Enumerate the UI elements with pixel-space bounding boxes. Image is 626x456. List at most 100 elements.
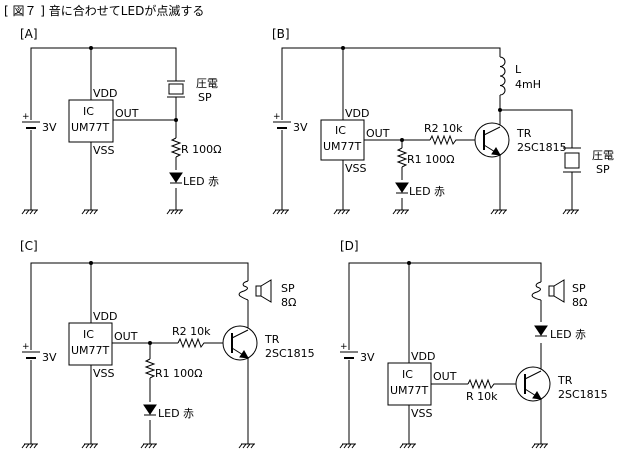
battery-icon: + <box>273 112 292 130</box>
resistor-r1-icon <box>396 147 408 168</box>
battery-icon: + <box>340 342 359 360</box>
ic-part: UM77T <box>71 121 110 134</box>
svg-text:+: + <box>340 342 348 352</box>
ic-chip <box>387 362 432 406</box>
ground-icon <box>392 209 410 215</box>
transistor-label: TR <box>264 333 280 346</box>
circuit-a: [A] + 3V IC UM77T VDD VSS OUT 圧電 <box>20 27 222 215</box>
speaker-value: 8Ω <box>572 296 587 309</box>
ground-icon <box>81 443 99 449</box>
resistor-r2-icon <box>429 134 458 146</box>
piezo-speaker-icon <box>167 80 185 98</box>
ic-chip <box>320 119 365 161</box>
battery-icon: + <box>22 112 41 130</box>
out-label: OUT <box>114 330 138 343</box>
led-icon <box>534 325 548 337</box>
speaker-icon <box>531 279 565 303</box>
transistor-icon <box>222 325 258 361</box>
ic-chip <box>68 99 114 143</box>
vdd-label: VDD <box>345 107 369 120</box>
vss-label: VSS <box>411 407 433 420</box>
inductor-icon <box>499 56 506 96</box>
transistor-icon <box>515 366 551 402</box>
out-label: OUT <box>433 370 457 383</box>
ic-name: IC <box>402 368 413 381</box>
speaker-label: SP <box>572 282 586 295</box>
transistor-part: 2SC1815 <box>265 347 315 360</box>
battery-icon: + <box>22 342 41 360</box>
ic-name: IC <box>83 328 94 341</box>
speaker-label: 圧電 <box>196 77 218 90</box>
inductor-value: 4mH <box>515 78 541 91</box>
ground-icon <box>339 443 357 449</box>
resistor-label: R 10k <box>466 390 498 403</box>
ground-icon <box>81 209 99 215</box>
resistor-r2-icon <box>177 337 206 349</box>
resistor-icon <box>467 378 496 390</box>
ic-chip <box>68 322 113 366</box>
battery-voltage: 3V <box>293 121 308 134</box>
led-label: LED 赤 <box>183 175 219 188</box>
ic-name: IC <box>335 124 346 137</box>
out-label: OUT <box>366 127 390 140</box>
transistor-part: 2SC1815 <box>558 388 608 401</box>
speaker-sub-label: SP <box>596 163 610 176</box>
speaker-sub-label: SP <box>198 91 212 104</box>
resistor-icon <box>170 137 182 158</box>
ground-icon <box>333 209 351 215</box>
ground-icon <box>531 443 549 449</box>
led-label: LED 赤 <box>409 185 445 198</box>
transistor-label: TR <box>557 374 573 387</box>
r2-label: R2 10k <box>172 325 211 338</box>
led-icon <box>395 182 409 194</box>
ground-icon <box>21 209 39 215</box>
battery-voltage: 3V <box>360 351 375 364</box>
r2-label: R2 10k <box>424 122 463 135</box>
svg-text:+: + <box>273 112 281 122</box>
circuit-b: [B] + 3V IC UM77T VDD VSS OUT R2 10k <box>272 27 614 215</box>
circuit-a-label: [A] <box>20 27 38 41</box>
resistor-label: R 100Ω <box>181 143 222 156</box>
svg-text:+: + <box>22 112 30 122</box>
battery-voltage: 3V <box>42 351 57 364</box>
r1-label: R1 100Ω <box>407 153 455 166</box>
r1-label: R1 100Ω <box>155 367 203 380</box>
vdd-label: VDD <box>93 87 117 100</box>
out-label: OUT <box>115 107 139 120</box>
ground-icon <box>166 209 184 215</box>
speaker-icon <box>238 279 272 303</box>
led-icon <box>143 404 157 416</box>
vss-label: VSS <box>93 144 115 157</box>
vss-label: VSS <box>345 162 367 175</box>
ic-part: UM77T <box>71 344 110 357</box>
resistor-r1-icon <box>144 358 156 379</box>
ground-icon <box>272 209 290 215</box>
circuit-d-label: [D] <box>340 239 359 253</box>
piezo-speaker-icon <box>563 147 581 173</box>
ic-part: UM77T <box>390 384 429 397</box>
circuit-c-label: [C] <box>20 239 38 253</box>
ground-icon <box>21 443 39 449</box>
vdd-label: VDD <box>411 350 435 363</box>
led-icon <box>169 172 183 184</box>
led-label: LED 赤 <box>550 328 586 341</box>
figure-title: [ 図７ ] 音に合わせてLEDが点滅する <box>4 3 204 18</box>
ic-part: UM77T <box>323 140 362 153</box>
circuit-d: [D] + 3V IC UM77T VDD VSS OUT R 10k SP 8… <box>339 239 608 449</box>
ground-icon <box>562 209 580 215</box>
vss-label: VSS <box>93 367 115 380</box>
svg-text:+: + <box>22 342 30 352</box>
speaker-label: 圧電 <box>592 149 614 162</box>
circuit-b-label: [B] <box>272 27 290 41</box>
vdd-label: VDD <box>93 310 117 323</box>
battery-voltage: 3V <box>42 121 57 134</box>
transistor-label: TR <box>516 127 532 140</box>
ground-icon <box>399 443 417 449</box>
transistor-part: 2SC1815 <box>517 141 567 154</box>
ground-icon <box>140 443 158 449</box>
ground-icon <box>490 209 508 215</box>
ic-name: IC <box>83 105 94 118</box>
inductor-label: L <box>515 63 522 76</box>
transistor-icon <box>474 122 510 158</box>
